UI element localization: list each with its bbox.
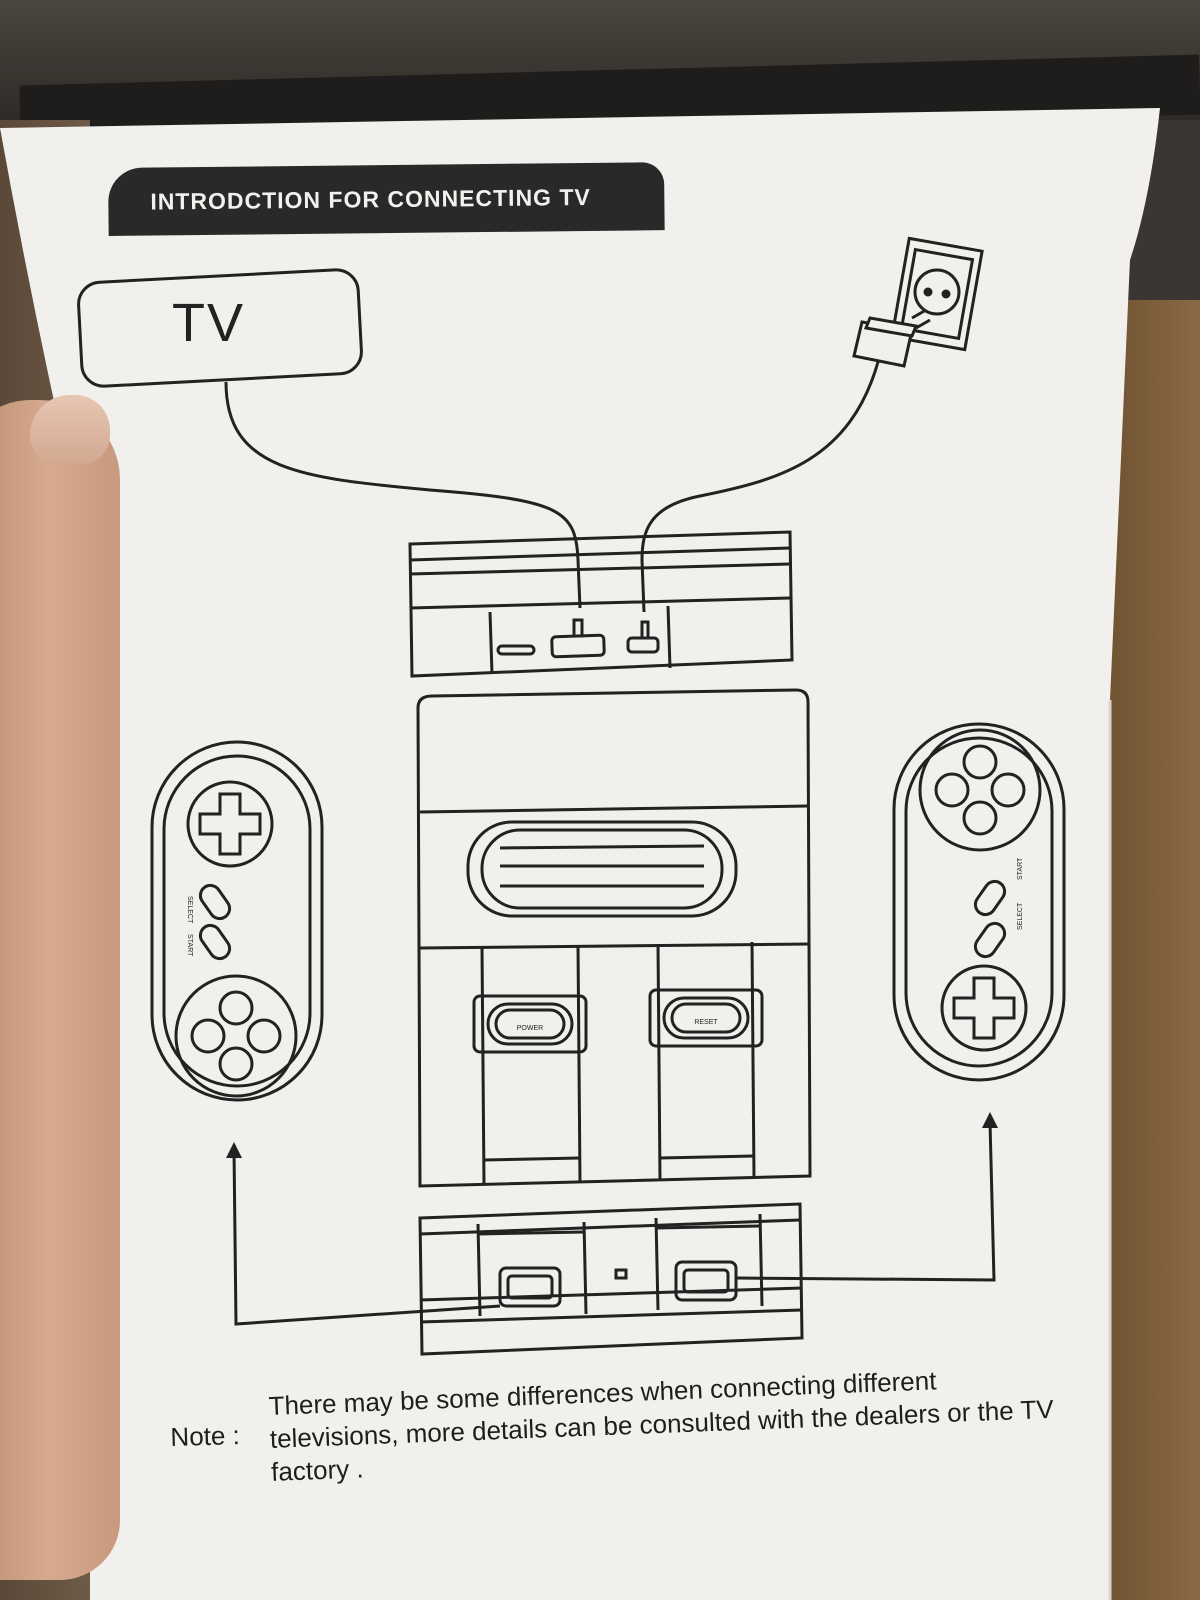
left-controller-link: [232, 1149, 501, 1326]
right-select-label: SELECT: [1017, 902, 1024, 930]
console-top: [416, 688, 812, 1188]
console-rear: [408, 530, 794, 678]
tv-label: TV: [172, 293, 246, 353]
section-title: INTRODCTION FOR CONNECTING TV: [150, 183, 591, 215]
wall-outlet-icon: [890, 236, 984, 352]
power-cable: [640, 361, 880, 613]
left-select-label: SELECT: [186, 896, 193, 924]
left-controller-icon: [150, 740, 324, 1102]
reset-button-label: RESET: [694, 1019, 718, 1026]
left-arrow-head: [226, 1142, 242, 1158]
thumbnail: [30, 395, 110, 465]
right-start-label: START: [1017, 857, 1024, 880]
right-controller-icon: [892, 722, 1066, 1082]
left-start-label: START: [186, 934, 193, 957]
holding-thumb: [0, 400, 120, 1580]
power-button-label: POWER: [517, 1025, 543, 1032]
video-cable: [224, 381, 582, 609]
right-controller-link: [735, 1121, 996, 1282]
paper-sheet: [0, 108, 1160, 1600]
console-front: [418, 1202, 804, 1356]
right-arrow-head: [982, 1112, 998, 1128]
section-header-banner: INTRODCTION FOR CONNECTING TV: [108, 162, 665, 236]
tv-box-icon: [77, 268, 363, 388]
note-label: Note :: [170, 1420, 241, 1452]
power-plug-icon: [852, 308, 931, 368]
